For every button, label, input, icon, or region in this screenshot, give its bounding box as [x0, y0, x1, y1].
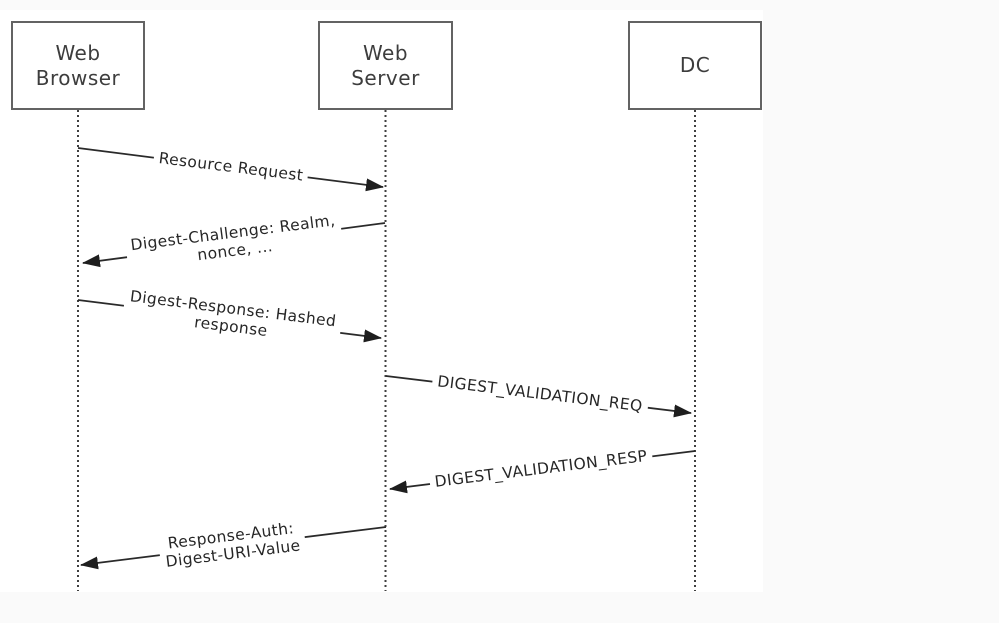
actor-label-line: Browser	[35, 65, 121, 90]
actor-box-web-browser: Web Browser	[11, 21, 145, 110]
actor-label-line: Server	[351, 65, 420, 90]
actor-box-dc: DC	[628, 21, 762, 110]
actor-label-line: Web	[362, 41, 409, 66]
actor-box-web-server: Web Server	[318, 21, 453, 110]
actor-label-line: Web	[55, 41, 101, 66]
actor-label-line: DC	[679, 53, 711, 78]
